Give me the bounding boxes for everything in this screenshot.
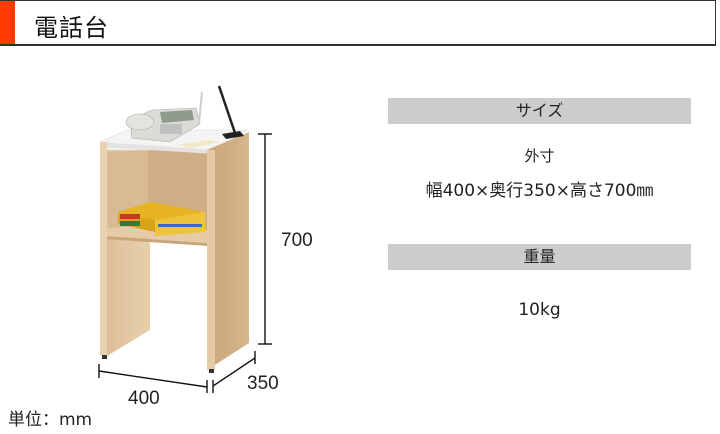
outer-dimensions-value: 幅400×奥行350×高さ700㎜ — [425, 181, 654, 201]
stand-body — [99, 128, 249, 373]
depth-dimension-line — [212, 351, 256, 393]
page-title: 電話台 — [34, 14, 109, 42]
page-header: 電話台 — [0, 0, 716, 46]
weight-section-header: 重量 — [388, 244, 691, 270]
memo-pad-icon — [178, 140, 221, 148]
height-dimension-line — [258, 133, 272, 345]
books-icon — [118, 202, 205, 236]
width-label: 400 — [128, 388, 160, 409]
header-accent-bar — [0, 1, 15, 44]
width-dimension-line — [98, 364, 208, 393]
depth-label: 350 — [247, 373, 279, 394]
size-section-header: サイズ — [388, 98, 691, 124]
unit-note: 単位：mm — [8, 410, 93, 430]
pen-stand-icon — [217, 85, 244, 139]
height-label: 700 — [281, 230, 313, 251]
telephone-icon — [125, 91, 203, 143]
outer-dimensions-label: 外寸 — [524, 147, 555, 165]
weight-value: 10kg — [518, 300, 561, 320]
